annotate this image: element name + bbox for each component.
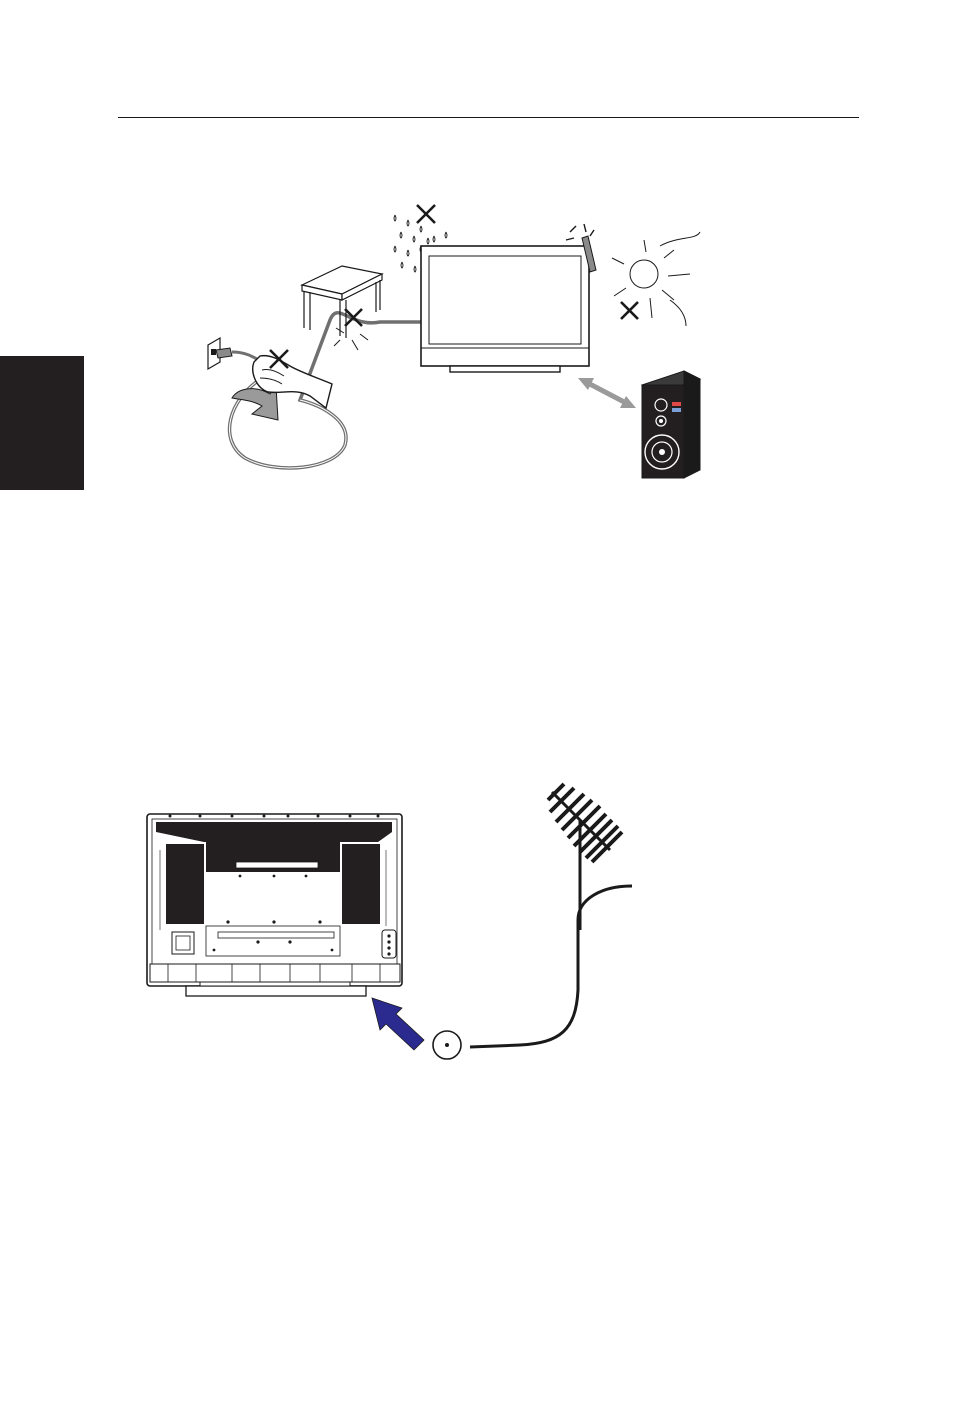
- safety-illustration: [0, 0, 954, 520]
- tv-rear: [147, 814, 402, 996]
- outdoor-antenna: [548, 784, 622, 930]
- spark-lines: [334, 328, 368, 350]
- sun-icon: [612, 232, 700, 326]
- tv-front: [421, 246, 589, 372]
- rain-x-icon: [417, 205, 435, 223]
- sun-x-icon: [621, 302, 638, 319]
- table: [302, 266, 382, 338]
- keep-distance-arrow-icon: [578, 378, 636, 408]
- connect-arrow-icon: [372, 998, 424, 1050]
- speaker: [642, 371, 700, 478]
- antenna-cable: [470, 886, 632, 1047]
- coax-connector-icon: [433, 1031, 461, 1059]
